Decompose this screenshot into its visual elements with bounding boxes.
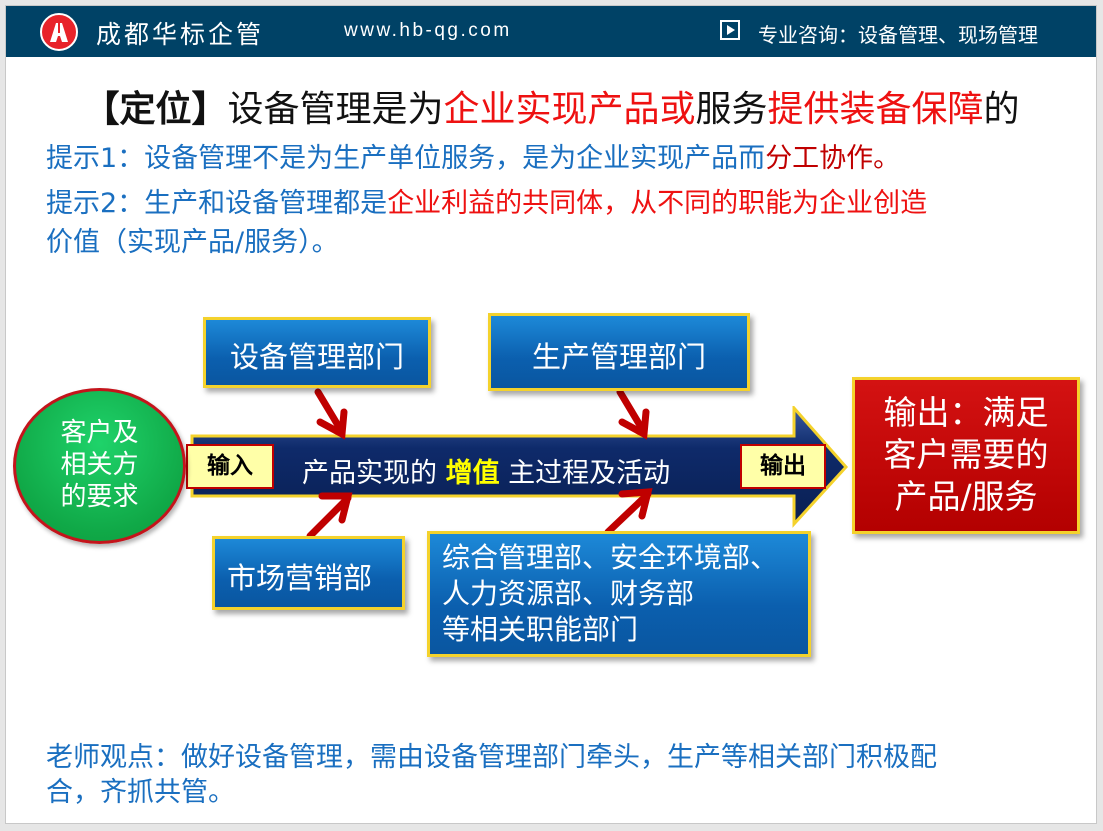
customer-line-1: 客户及: [60, 418, 139, 448]
hint-1: 提示1：设备管理不是为生产单位服务，是为企业实现产品而分工协作。: [46, 136, 900, 175]
support-line-1: 综合管理部、安全环境部、: [442, 541, 779, 574]
support-line-2: 人力资源部、财务部: [442, 577, 695, 610]
teacher-view-line-2: 合，齐抓共管。: [46, 777, 235, 808]
title-part5: 的: [983, 89, 1020, 130]
hint-2-emphasis: 企业利益的共同体，从不同的职能为企业创造: [387, 188, 928, 219]
hint-2-text: 提示2：生产和设备管理都是: [46, 188, 388, 219]
customer-line-2: 相关方: [60, 450, 139, 480]
output-line-2: 客户需要的: [883, 435, 1049, 474]
page-title: 【定位】设备管理是为企业实现产品或服务提供装备保障的: [0, 80, 1103, 132]
production-dept-box: 生产管理部门: [488, 313, 750, 391]
title-part4: 提供装备保障: [767, 89, 984, 130]
arrow-production-to-process: [616, 388, 650, 440]
support-line-3: 等相关职能部门: [442, 613, 639, 646]
process-suffix: 主过程及活动: [499, 458, 671, 489]
output-result-box: 输出：满足 客户需要的 产品/服务: [852, 377, 1080, 534]
header-bar: 成都华标企管 www.hb-qg.com 专业咨询：设备管理、现场管理: [6, 6, 1096, 57]
title-part1: 设备管理是为: [227, 89, 444, 130]
title-keyword: 定位: [119, 89, 192, 130]
customer-line-3: 的要求: [60, 482, 139, 512]
play-icon: [720, 20, 740, 40]
input-tag: 输入: [186, 444, 274, 489]
title-part2: 企业实现产品或: [443, 89, 696, 130]
title-part3: 服务: [695, 89, 768, 130]
title-bracket-close: 】: [191, 89, 228, 130]
support-depts-label: 综合管理部、安全环境部、 人力资源部、财务部 等相关职能部门: [442, 540, 808, 648]
output-line-3: 产品/服务: [894, 477, 1038, 516]
website-url[interactable]: www.hb-qg.com: [344, 20, 512, 41]
output-tag: 输出: [740, 444, 826, 489]
hint-2-line2: 价值（实现产品/服务）。: [46, 227, 339, 258]
output-line-1: 输出：满足: [883, 393, 1049, 432]
support-depts-box: 综合管理部、安全环境部、 人力资源部、财务部 等相关职能部门: [427, 531, 811, 657]
process-label: 产品实现的 增值 主过程及活动: [302, 451, 670, 490]
arrow-equipment-to-process: [314, 388, 348, 440]
title-bracket-open: 【: [83, 89, 120, 130]
process-highlight: 增值: [445, 458, 500, 489]
marketing-dept-box: 市场营销部: [212, 536, 405, 610]
brand-name: 成都华标企管: [96, 20, 265, 49]
hint-1-text: 提示1：设备管理不是为生产单位服务，是为企业实现产品而: [46, 143, 766, 174]
hb-logo-icon: [40, 13, 78, 51]
teacher-view-line-1: 老师观点：做好设备管理，需由设备管理部门牵头，生产等相关部门积极配: [46, 742, 937, 773]
process-prefix: 产品实现的: [302, 458, 446, 489]
arrow-marketing-to-process: [306, 492, 353, 540]
equipment-dept-box: 设备管理部门: [203, 317, 431, 388]
breadcrumb: 专业咨询：设备管理、现场管理: [758, 23, 1038, 47]
process-arrow: [190, 406, 849, 528]
customer-requirements-node: 客户及 相关方 的要求: [13, 388, 186, 544]
marketing-dept-label: 市场营销部: [227, 561, 373, 595]
hint-2: 提示2：生产和设备管理都是企业利益的共同体，从不同的职能为企业创造: [46, 181, 927, 220]
hint-1-emphasis: 分工协作。: [765, 143, 901, 174]
production-dept-label: 生产管理部门: [531, 340, 706, 374]
equipment-dept-label: 设备管理部门: [229, 340, 404, 374]
arrow-support-to-process: [604, 488, 653, 536]
